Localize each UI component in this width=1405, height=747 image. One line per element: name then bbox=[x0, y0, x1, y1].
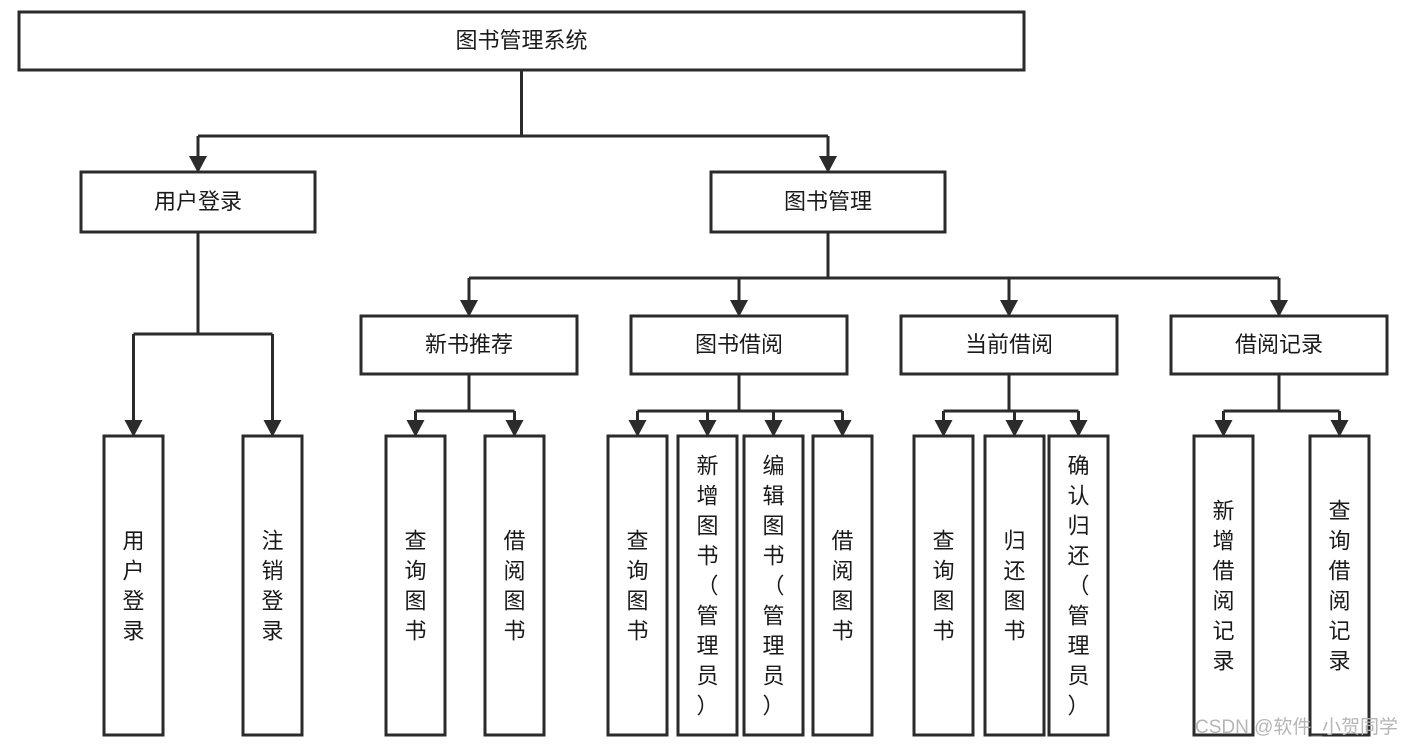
node-leaf-return-book[interactable]: 归还图书 bbox=[983, 434, 1046, 737]
node-box-leaf-confirm-return-admin bbox=[1047, 434, 1110, 737]
node-box-book-borrow bbox=[629, 314, 849, 376]
node-leaf-borrow-book-recommend[interactable]: 借阅图书 bbox=[483, 434, 546, 737]
node-book-borrow[interactable]: 图书借阅 bbox=[629, 314, 849, 376]
node-label-new-book-recommend: 新书推荐 bbox=[425, 332, 513, 357]
node-box-borrow-record bbox=[1169, 314, 1389, 376]
arrow-head-icon bbox=[1005, 420, 1024, 437]
node-box-leaf-query-book-current bbox=[912, 434, 975, 737]
node-box-leaf-add-book-admin bbox=[676, 434, 739, 737]
arrow-head-icon bbox=[833, 420, 852, 437]
node-new-book-recommend[interactable]: 新书推荐 bbox=[359, 314, 579, 376]
node-box-leaf-user-login bbox=[102, 434, 165, 737]
node-layer: 图书管理系统用户登录图书管理新书推荐图书借阅当前借阅借阅记录用户登录注销登录查询… bbox=[17, 10, 1389, 737]
arrow-head-icon bbox=[189, 156, 207, 173]
node-leaf-query-borrow-record[interactable]: 查询借阅记录 bbox=[1308, 434, 1371, 737]
node-box-book-management bbox=[709, 170, 947, 234]
node-user-login[interactable]: 用户登录 bbox=[79, 170, 317, 234]
node-label-user-login: 用户登录 bbox=[154, 189, 242, 214]
node-box-leaf-borrow-book-recommend bbox=[483, 434, 546, 737]
node-box-leaf-borrow-book bbox=[811, 434, 874, 737]
arrow-head-icon bbox=[819, 156, 837, 173]
node-label-leaf-borrow-book-recommend: 借阅图书 bbox=[503, 528, 525, 643]
arrow-head-icon bbox=[698, 420, 717, 437]
arrow-head-icon bbox=[460, 300, 478, 317]
node-label-leaf-return-book: 归还图书 bbox=[1003, 528, 1025, 643]
node-leaf-query-book-current[interactable]: 查询图书 bbox=[912, 434, 975, 737]
node-label-book-borrow: 图书借阅 bbox=[695, 332, 783, 357]
node-label-current-borrow: 当前借阅 bbox=[965, 332, 1053, 357]
node-label-leaf-add-borrow-record: 新增借阅记录 bbox=[1212, 498, 1234, 673]
node-box-leaf-return-book bbox=[983, 434, 1046, 737]
node-leaf-borrow-book[interactable]: 借阅图书 bbox=[811, 434, 874, 737]
node-current-borrow[interactable]: 当前借阅 bbox=[899, 314, 1119, 376]
node-leaf-user-login[interactable]: 用户登录 bbox=[102, 434, 165, 737]
node-box-current-borrow bbox=[899, 314, 1119, 376]
arrow-head-icon bbox=[263, 420, 282, 437]
node-box-leaf-logout-login bbox=[241, 434, 304, 737]
node-label-borrow-record: 借阅记录 bbox=[1235, 332, 1323, 357]
node-label-leaf-confirm-return-admin: 确认归还（管理员） bbox=[1067, 453, 1089, 718]
arrow-head-icon bbox=[1214, 420, 1233, 437]
node-leaf-confirm-return-admin[interactable]: 确认归还（管理员） bbox=[1047, 434, 1110, 737]
node-label-leaf-user-login: 用户登录 bbox=[122, 528, 144, 643]
arrow-head-icon bbox=[730, 300, 748, 317]
node-root[interactable]: 图书管理系统 bbox=[17, 10, 1026, 72]
node-label-leaf-add-book-admin: 新增图书（管理员） bbox=[696, 453, 718, 718]
node-label-leaf-query-book-recommend: 查询图书 bbox=[404, 528, 426, 643]
node-box-new-book-recommend bbox=[359, 314, 579, 376]
arrow-head-icon bbox=[1069, 420, 1088, 437]
node-label-leaf-query-book-current: 查询图书 bbox=[932, 528, 954, 643]
node-label-leaf-edit-book-admin: 编辑图书（管理员） bbox=[762, 453, 784, 718]
arrow-head-icon bbox=[1330, 420, 1349, 437]
node-box-leaf-query-borrow-record bbox=[1308, 434, 1371, 737]
node-leaf-query-book-recommend[interactable]: 查询图书 bbox=[384, 434, 447, 737]
arrow-head-icon bbox=[764, 420, 783, 437]
node-label-leaf-borrow-book: 借阅图书 bbox=[831, 528, 853, 643]
node-leaf-logout-login[interactable]: 注销登录 bbox=[241, 434, 304, 737]
node-leaf-edit-book-admin[interactable]: 编辑图书（管理员） bbox=[742, 434, 805, 737]
arrow-head-icon bbox=[628, 420, 647, 437]
arrow-head-icon bbox=[1000, 300, 1018, 317]
node-leaf-query-book-borrow[interactable]: 查询图书 bbox=[606, 434, 669, 737]
node-label-root: 图书管理系统 bbox=[455, 28, 587, 53]
arrow-head-icon bbox=[505, 420, 524, 437]
node-book-management[interactable]: 图书管理 bbox=[709, 170, 947, 234]
arrow-head-icon bbox=[1270, 300, 1288, 317]
arrow-head-icon bbox=[934, 420, 953, 437]
node-box-leaf-edit-book-admin bbox=[742, 434, 805, 737]
node-box-leaf-query-book-borrow bbox=[606, 434, 669, 737]
node-label-book-management: 图书管理 bbox=[784, 189, 872, 214]
node-label-leaf-query-book-borrow: 查询图书 bbox=[626, 528, 648, 643]
node-box-root bbox=[17, 10, 1026, 72]
node-label-leaf-logout-login: 注销登录 bbox=[261, 528, 283, 643]
arrow-head-icon bbox=[124, 420, 143, 437]
arrow-head-icon bbox=[406, 420, 425, 437]
node-box-user-login bbox=[79, 170, 317, 234]
connector-layer bbox=[124, 70, 1349, 437]
node-box-leaf-add-borrow-record bbox=[1192, 434, 1255, 737]
node-leaf-add-book-admin[interactable]: 新增图书（管理员） bbox=[676, 434, 739, 737]
node-borrow-record[interactable]: 借阅记录 bbox=[1169, 314, 1389, 376]
csdn-watermark: CSDN @软件_小贺同学 bbox=[1195, 716, 1398, 738]
node-leaf-add-borrow-record[interactable]: 新增借阅记录 bbox=[1192, 434, 1255, 737]
node-box-leaf-query-book-recommend bbox=[384, 434, 447, 737]
node-label-leaf-query-borrow-record: 查询借阅记录 bbox=[1328, 498, 1350, 673]
